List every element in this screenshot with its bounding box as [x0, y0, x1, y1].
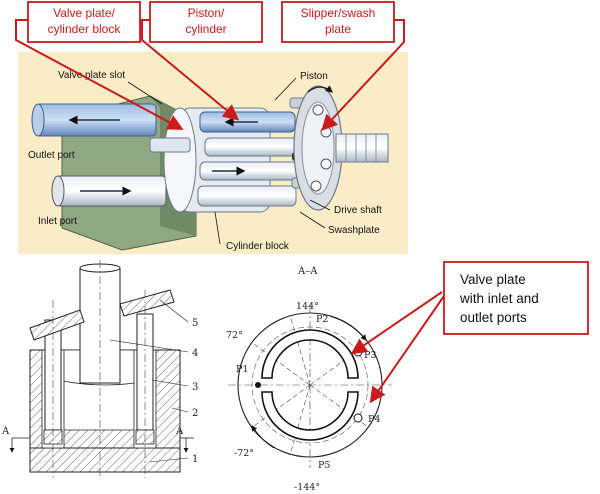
- label-drive-shaft: Drive shaft: [334, 205, 382, 216]
- port-label-p4: P4: [368, 414, 380, 425]
- section-cut-label-left: A: [1, 426, 10, 437]
- section-view: 5 4 3 2 1 A A: [1, 260, 198, 478]
- section-title-aa: A–A: [297, 266, 318, 277]
- label-piston: Piston: [300, 71, 328, 82]
- callout-slipper-line1: Slipper/swash: [301, 6, 376, 20]
- callout-valve-plate-ports: Valve plate with inlet and outlet ports: [350, 261, 589, 404]
- part-label-3: 3: [192, 382, 198, 393]
- pump-leader-lines: [127, 77, 331, 245]
- swashplate-disk: [293, 85, 343, 211]
- callout-slipper-swash-plate: Slipper/swash plate: [281, 1, 405, 131]
- inlet-port-tube: [51, 175, 167, 207]
- label-valve-plate-slot: Valve plate slot: [58, 70, 125, 81]
- label-cylinder-block: Cylinder block: [226, 241, 290, 252]
- angle-72: 72°: [226, 330, 243, 341]
- angle-neg72: -72°: [234, 448, 254, 459]
- callout-piston-line1: Piston/: [188, 6, 225, 20]
- port-label-p5: P5: [318, 460, 330, 471]
- part-label-2: 2: [192, 408, 198, 419]
- callout-slipper-line2: plate: [325, 22, 351, 36]
- outlet-port-tube: [31, 103, 157, 137]
- callout-piston-cylinder: Piston/ cylinder: [141, 1, 263, 121]
- part-label-5: 5: [192, 318, 198, 329]
- drive-shaft: [335, 133, 389, 163]
- callout-ports-line2: with inlet and: [459, 291, 539, 306]
- callout-valve-plate-cylinder-block: Valve plate/ cylinder block: [15, 1, 184, 130]
- port-label-p1: P1: [236, 364, 248, 375]
- part-label-1: 1: [192, 454, 198, 465]
- callout-valve-plate-line1: Valve plate/: [53, 6, 115, 20]
- callout-piston-line2: cylinder: [185, 22, 226, 36]
- angle-neg144: -144°: [294, 482, 320, 493]
- section-cut-label-right: A: [175, 426, 184, 437]
- port-label-p3: P3: [364, 350, 376, 361]
- port-label-p2: P2: [316, 314, 328, 325]
- label-swashplate: Swashplate: [328, 225, 380, 236]
- valve-plate-view: A–A 144° 72° -72° -144° P1 P2 P3 P4 P5: [226, 266, 392, 493]
- pump-illustration: Valve plate slot Piston Outlet port Inle…: [18, 52, 408, 254]
- label-inlet-port: Inlet port: [38, 216, 77, 227]
- angle-144: 144°: [296, 301, 319, 312]
- callout-ports-line3: outlet ports: [460, 310, 527, 325]
- callout-ports-line1: Valve plate: [460, 272, 526, 287]
- part-label-4: 4: [192, 348, 198, 359]
- callout-valve-plate-line2: cylinder block: [48, 22, 122, 36]
- label-outlet-port: Outlet port: [28, 150, 75, 161]
